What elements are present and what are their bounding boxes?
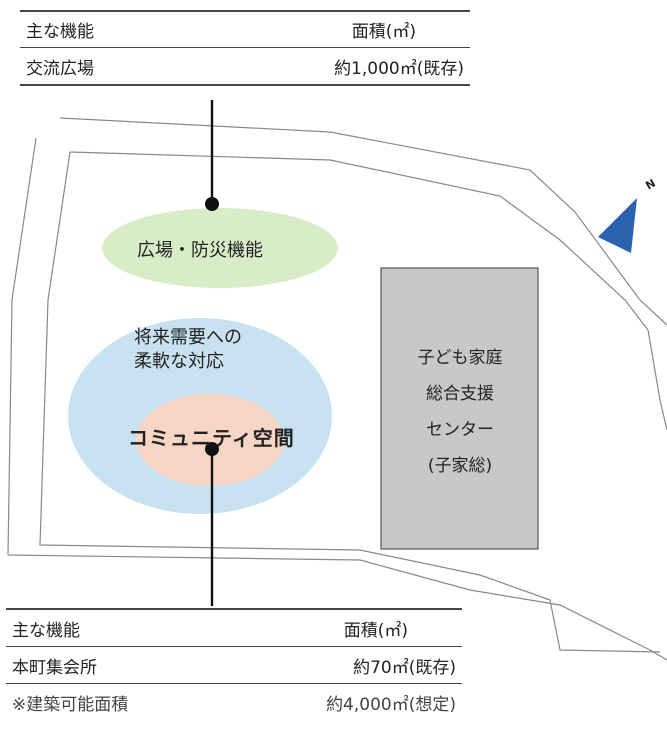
center-label-line: (子家総) [427,456,493,476]
function-cell: ※建築可能面積 [12,695,129,715]
header-function: 主な機能 [12,620,80,641]
community-zone [136,394,284,486]
top-function-table: 主な機能 面積(㎡) 交流広場 約1,000㎡(既存) [20,10,470,86]
table-row: 交流広場 約1,000㎡(既存) [20,48,470,86]
north-arrow-icon [598,198,637,253]
table-row: 本町集会所 約70㎡(既存) [6,647,462,684]
function-cell: 本町集会所 [12,657,97,678]
center-label-line: 子ども家庭 [417,348,503,368]
bottom-function-table: 主な機能 面積(㎡) 本町集会所 約70㎡(既存) ※建築可能面積 約4,000… [6,608,462,721]
plaza-label: 広場・防災機能 [137,240,263,261]
area-cell: 約4,000㎡(想定) [326,695,456,715]
plaza-zone [102,208,338,288]
child-center-building [380,267,539,550]
table-header-row: 主な機能 面積(㎡) [20,12,470,48]
header-area: 面積(㎡) [351,22,416,42]
header-area: 面積(㎡) [343,620,408,641]
table-row: ※建築可能面積 約4,000㎡(想定) [6,684,462,721]
area-cell: 約1,000㎡(既存) [334,58,464,79]
top-leader-dot [205,197,219,211]
future-label-line: 柔軟な対応 [134,351,224,372]
center-label-line: センター [426,420,494,440]
header-function: 主な機能 [26,22,94,42]
bottom-leader-dot [205,442,219,456]
center-label-line: 総合支援 [426,384,494,404]
future-label-line: 将来需要への [134,327,242,348]
child-center-label: 子ども家庭 総合支援 センター (子家総) [382,340,538,484]
community-space-label: コミュニティ空間 [128,426,295,450]
table-header-row: 主な機能 面積(㎡) [6,610,462,647]
inner-boundary-line [39,151,667,653]
area-cell: 約70㎡(既存) [353,657,456,678]
future-demand-label: 将来需要への 柔軟な対応 [134,326,324,374]
function-cell: 交流広場 [26,58,94,79]
